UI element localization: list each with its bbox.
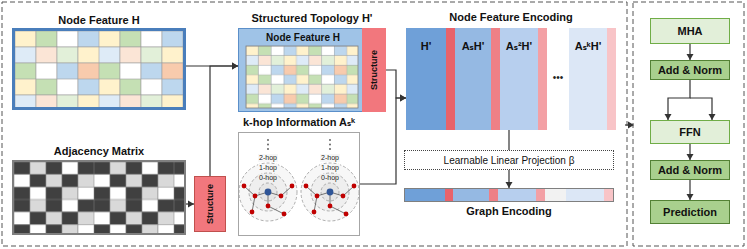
hop-label: 2-hop [320, 154, 340, 162]
connector [186, 201, 194, 208]
node-text: Prediction [663, 206, 717, 218]
encoding-bar: AₛᵏH' [569, 28, 616, 130]
node-text: Add & Norm [658, 164, 722, 176]
hop-label: 0-hop [258, 174, 278, 182]
add-norm-box: Add & Norm [650, 60, 730, 80]
encoding-bar: Aₛ²H' [500, 28, 547, 130]
node-text: Adjacency Matrix [54, 145, 144, 158]
node-text: MHA [677, 25, 702, 37]
structure-bar: Structure [362, 28, 386, 112]
node-text: AₛH' [462, 40, 485, 53]
khop-box: k-hop Information Aₛᵏ [238, 132, 360, 236]
encoding-bar: AₛH' [455, 28, 500, 130]
connector-line [386, 70, 406, 98]
graph-encoding-bar: Graph Encoding [404, 188, 614, 202]
node-text: Node Feature H [266, 32, 340, 44]
connector [687, 180, 694, 200]
connector [665, 80, 716, 120]
feature-panel: Node Feature H [244, 30, 362, 110]
node-text: Node Feature H [58, 14, 139, 27]
connector-line [508, 130, 509, 150]
node-text: AₛᵏH' [575, 40, 602, 53]
prediction-box: Prediction [650, 200, 730, 224]
adjacency-matrix: Adjacency Matrix [12, 160, 186, 235]
node-text: Learnable Linear Projection β [444, 155, 575, 166]
connector-line [690, 98, 712, 120]
node-text: Structure [369, 50, 379, 90]
connector-line [210, 66, 238, 176]
hop-label: 0-hop [320, 174, 340, 182]
ellipsis: ••• [552, 72, 565, 83]
connector [509, 130, 510, 150]
connector [687, 44, 694, 60]
connector [386, 70, 406, 102]
node-text: H' [421, 40, 432, 52]
node-text: Aₛ²H' [506, 40, 532, 53]
node-text: Graph Encoding [466, 205, 552, 218]
hop-label: 2-hop [258, 154, 278, 162]
connector [210, 63, 238, 177]
node-text: Structure [205, 184, 215, 224]
mha-box: MHA [650, 18, 730, 44]
encoding-bar: H' [406, 28, 455, 130]
node-text: Node Feature Encoding [449, 11, 572, 24]
structure-box: Structure [194, 176, 226, 232]
node-text: Add & Norm [658, 64, 722, 76]
projection-box: Learnable Linear Projection β [404, 150, 614, 170]
connector [687, 144, 694, 160]
node-text: Structured Topology H' [252, 12, 373, 25]
feature-matrix: Node Feature H [12, 28, 186, 110]
hop-label: 1-hop [320, 164, 340, 172]
encoding-group: Node Feature EncodingH'AₛH'Aₛ²H'AₛᵏH' [406, 28, 616, 130]
add-norm-box: Add & Norm [650, 160, 730, 180]
ffn-box: FFN [650, 120, 730, 144]
topology-box: Structured Topology H'Node Feature HStru… [238, 28, 386, 112]
node-text: FFN [679, 126, 700, 138]
hop-label: 1-hop [258, 164, 278, 172]
connector [506, 170, 513, 188]
node-text: k-hop Information Aₛᵏ [243, 116, 355, 129]
